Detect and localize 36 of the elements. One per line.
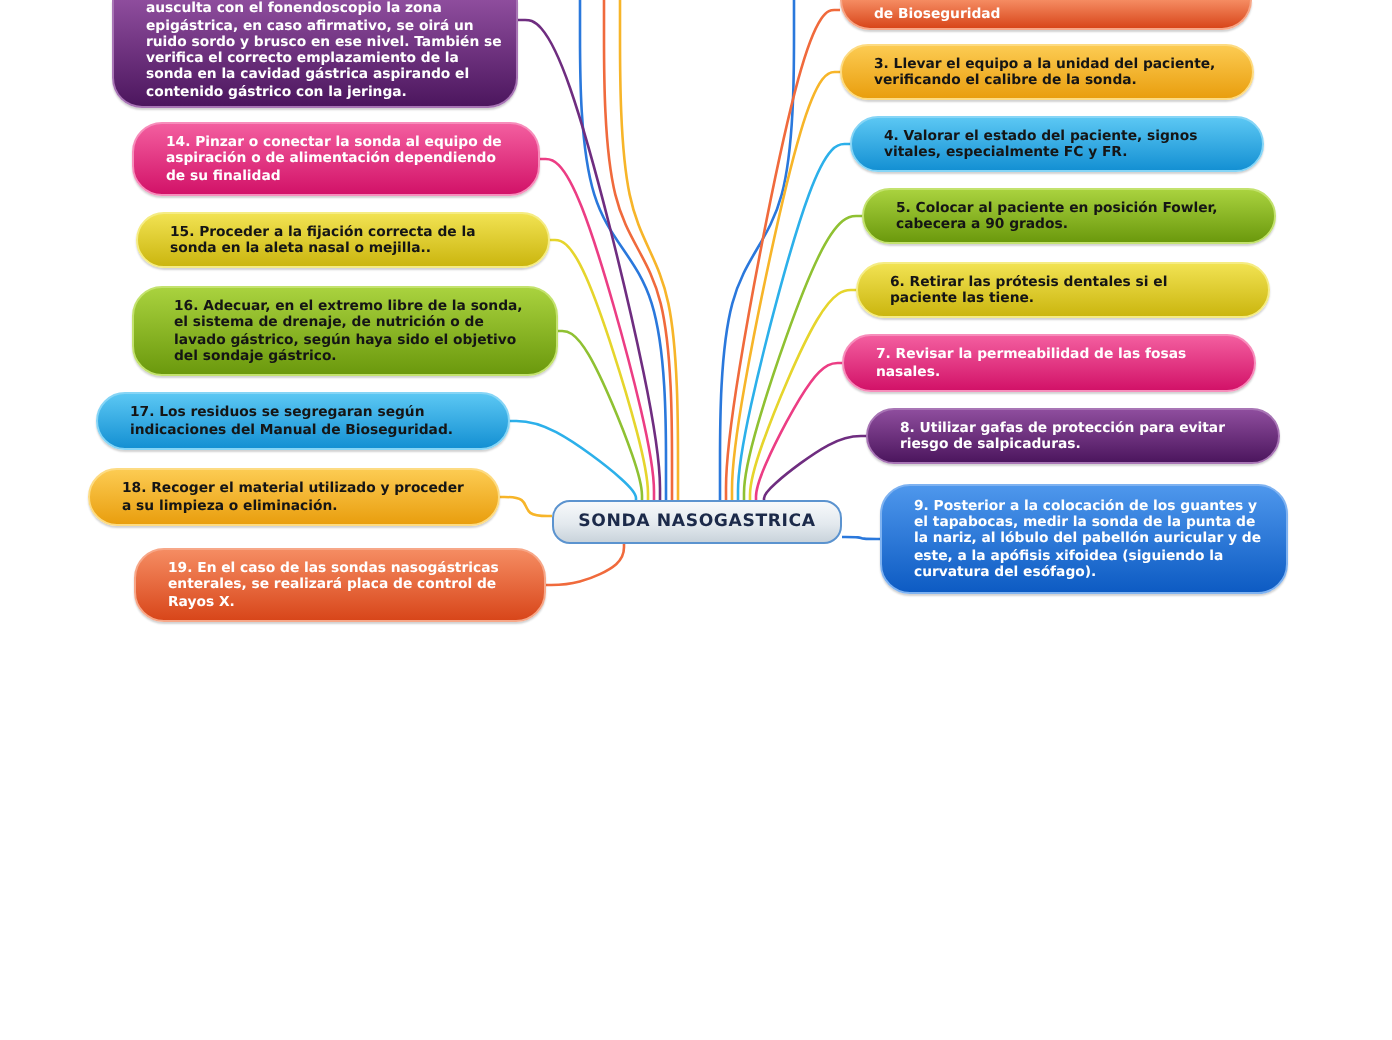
step-box (88, 468, 500, 526)
connector-line (748, 288, 856, 500)
connector-line (724, 8, 840, 500)
step-box (856, 262, 1270, 318)
connector-line (510, 419, 638, 501)
central-topic-box (552, 500, 842, 544)
connector-line (618, 0, 680, 500)
connector-line (762, 434, 866, 501)
step-box (840, 0, 1252, 30)
step-box (842, 334, 1256, 392)
connector-line (518, 18, 662, 500)
step-box (850, 116, 1264, 172)
connector-line (540, 157, 656, 500)
connector-line (550, 238, 650, 500)
step-box (112, 0, 518, 108)
step-box (880, 484, 1288, 594)
step-box (862, 188, 1276, 244)
topic-title: SONDA NASOGASTRICA (578, 512, 816, 532)
step-box (136, 212, 550, 268)
connector-line (578, 0, 668, 500)
connector-line (602, 0, 674, 500)
connector-line (842, 535, 880, 541)
step-box (132, 122, 540, 196)
step-box (840, 44, 1254, 100)
step-box (132, 286, 558, 376)
connector-line (730, 70, 840, 500)
connector-line (736, 142, 850, 500)
connector-line (754, 361, 842, 500)
step-box (866, 408, 1280, 464)
connector-line (546, 544, 626, 587)
connector-line (558, 329, 644, 500)
connector-line (718, 0, 796, 500)
step-box (96, 392, 510, 450)
connector-line (742, 214, 862, 500)
step-box (134, 548, 546, 622)
connector-line (500, 495, 552, 518)
